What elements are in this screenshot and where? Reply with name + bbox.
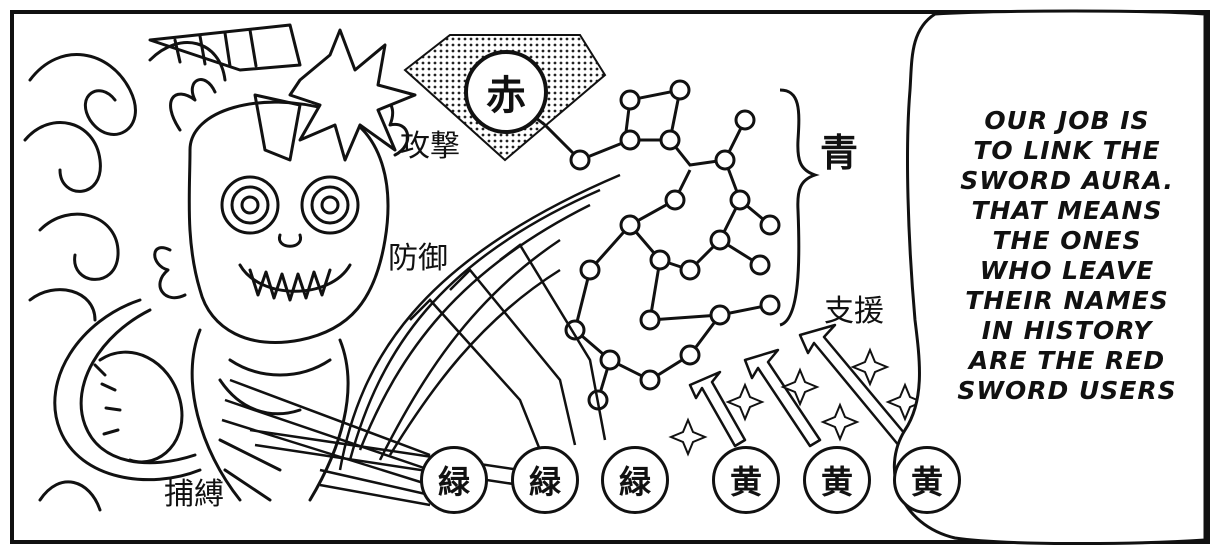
green-circle: 緑 [420,446,488,514]
sparkles [668,347,925,457]
attack-label: 攻撃 [400,129,460,164]
speech-line: THEIR NAMES [965,286,1169,315]
yellow-circle: 黄 [893,446,961,514]
green-circle: 緑 [511,446,579,514]
yellow-circle: 黄 [803,446,871,514]
impact-starburst [288,28,417,162]
green-circle: 緑 [601,446,669,514]
circle-label: 黄 [820,463,853,501]
blue-group-brace [779,88,820,327]
speech-line: THE ONES [992,226,1142,255]
speech-line: THAT MEANS [971,196,1163,225]
circle-label: 黄 [729,463,762,501]
speech-bubble-text: OUR JOB IS TO LINK THE SWORD AURA. THAT … [944,106,1190,406]
defense-label: 防御 [388,241,448,276]
monster-illustration [23,23,410,512]
sword-aura-beams [338,173,621,471]
speech-line: SWORD USERS [957,376,1177,405]
red-circle: 赤 [464,50,548,134]
speech-line: TO LINK THE [973,136,1161,165]
circle-label: 緑 [437,463,470,501]
red-circle-label: 赤 [486,73,526,119]
speech-line: OUR JOB IS [984,106,1150,135]
aura-network-nodes [564,79,781,411]
speech-line: ARE THE RED [968,346,1166,375]
speech-line: WHO LEAVE [979,256,1155,285]
blue-label: 青 [820,131,859,175]
capture-label: 捕縛 [164,477,224,512]
support-label: 支援 [824,294,884,329]
circle-label: 黄 [910,463,943,501]
circle-label: 緑 [618,463,651,501]
yellow-circle: 黄 [712,446,780,514]
support-arrows [688,323,912,449]
speech-line: SWORD AURA. [960,166,1174,195]
speech-line: IN HISTORY [981,316,1153,345]
circle-label: 緑 [528,463,561,501]
